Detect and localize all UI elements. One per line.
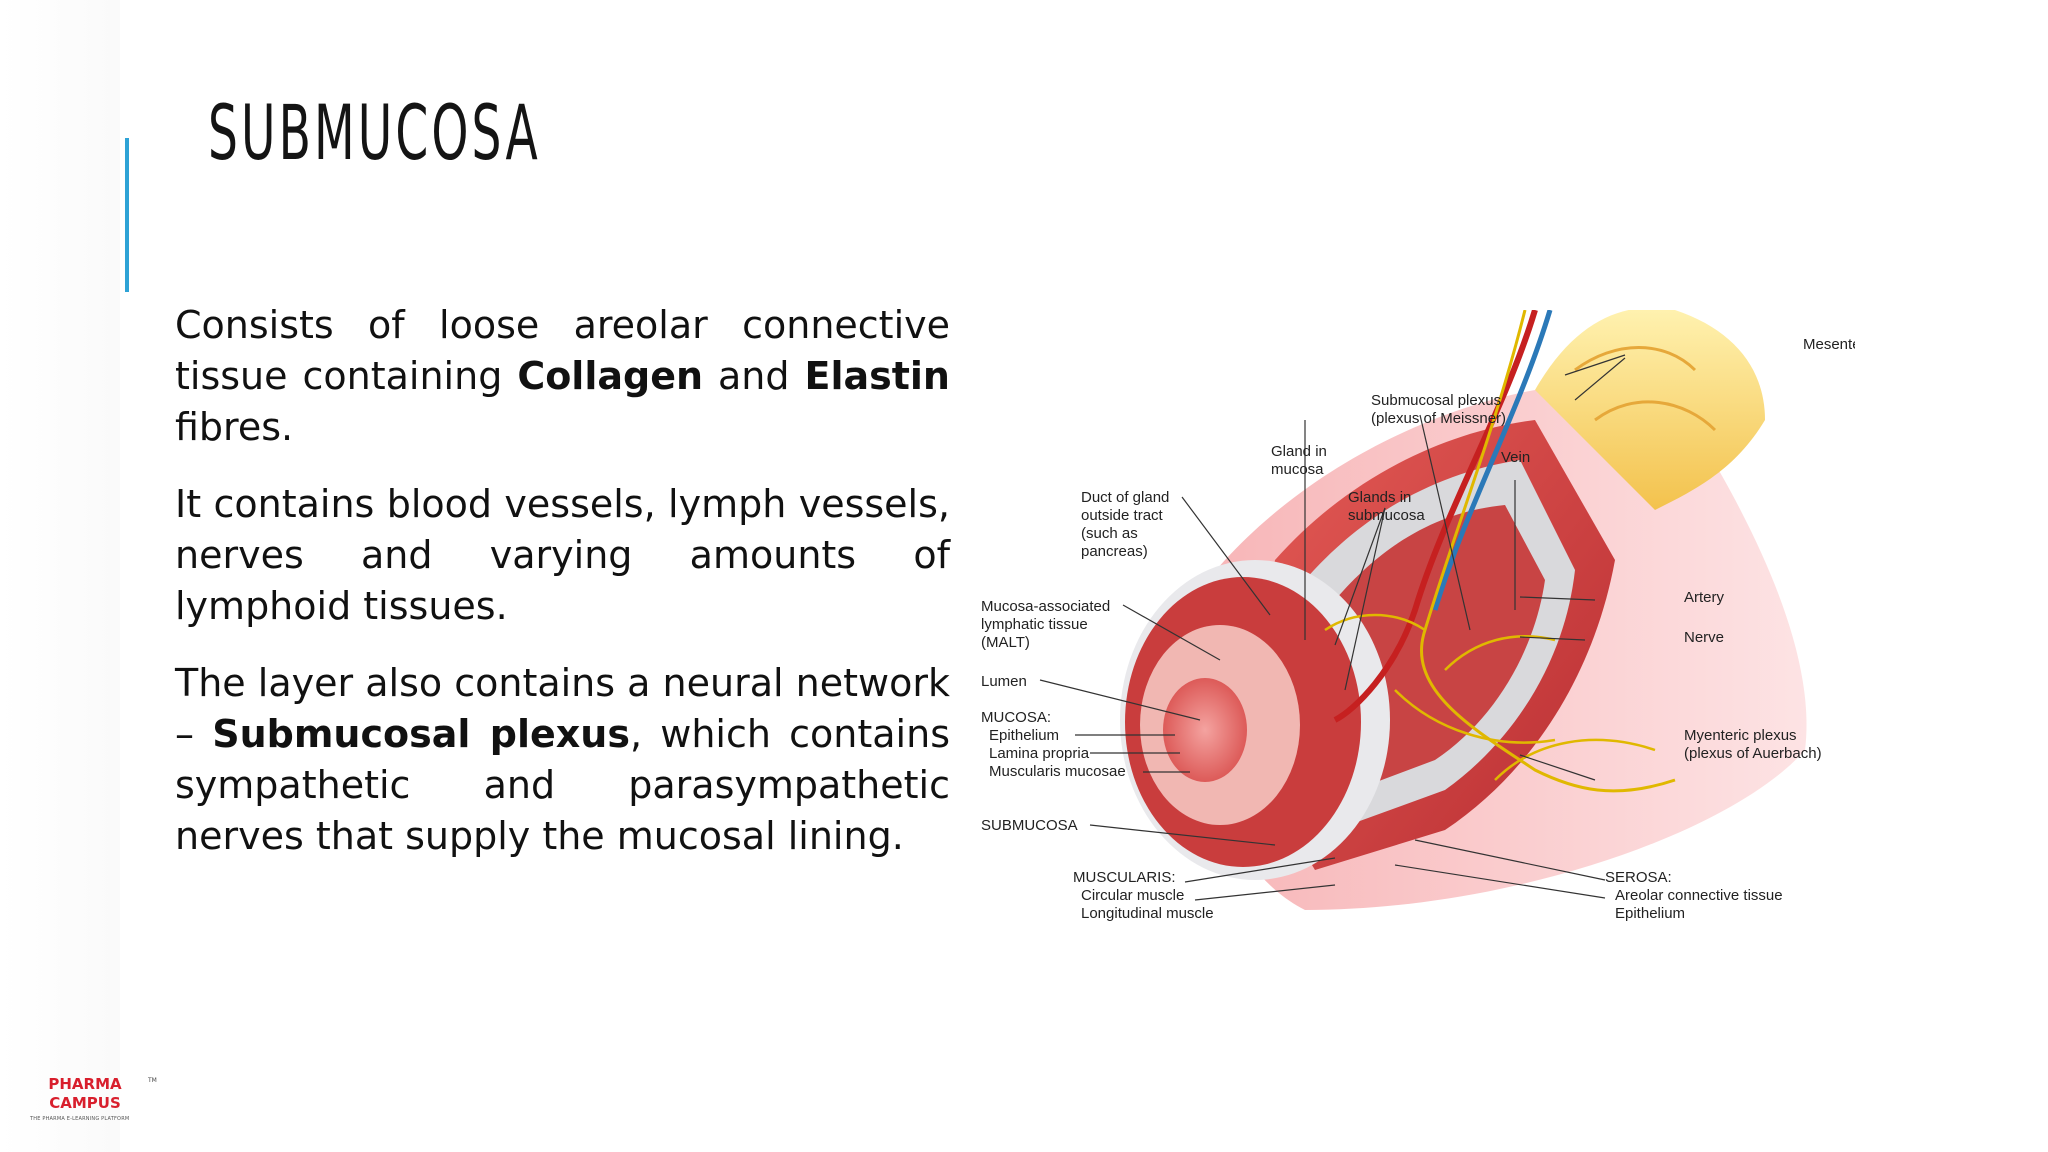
paragraph-3: The layer also contains a neural network… xyxy=(175,658,950,862)
label-mucosa: MUCOSA: xyxy=(981,709,1051,726)
text-run: fibres. xyxy=(175,405,294,449)
label-areolar-connective-tissue: Areolar connective tissue xyxy=(1615,887,1783,904)
label-gland-in-mucosa: Gland in xyxy=(1271,443,1327,460)
label-artery: Artery xyxy=(1684,589,1725,606)
label-submucosal-plexus-sub: (plexus of Meissner) xyxy=(1371,410,1506,427)
label-serosa-epithelium: Epithelium xyxy=(1615,905,1685,922)
cross-section xyxy=(1120,560,1390,880)
label-lamina-propria: Lamina propria xyxy=(989,745,1090,762)
label-duct-of-gland-4: pancreas) xyxy=(1081,543,1148,560)
title-accent-bar xyxy=(125,138,129,292)
label-nerve: Nerve xyxy=(1684,629,1724,646)
label-circular-muscle: Circular muscle xyxy=(1081,887,1184,904)
label-glands-in-submucosa-2: submucosa xyxy=(1348,507,1425,524)
mesentery-fat xyxy=(1535,310,1765,510)
label-myenteric-plexus-2: (plexus of Auerbach) xyxy=(1684,745,1822,762)
text-run: Consists of loose areolar connective tis… xyxy=(175,303,950,398)
tube-body xyxy=(1183,390,1807,910)
paragraph-1: Consists of loose areolar connective tis… xyxy=(175,300,950,453)
label-lumen: Lumen xyxy=(981,673,1027,690)
label-submucosal-plexus: Submucosal plexus xyxy=(1371,392,1501,409)
gi-wall-illustration: Mesentery Submucosal plexus (plexus of M… xyxy=(981,310,1855,922)
bold-term-elastin: Elastin xyxy=(804,354,951,398)
label-epithelium: Epithelium xyxy=(989,727,1059,744)
text-run: The layer also contains a neural network… xyxy=(175,661,950,756)
left-margin-strip xyxy=(0,0,120,1152)
label-glands-in-submucosa: Glands in xyxy=(1348,489,1411,506)
vessels-and-nerves xyxy=(1324,310,1676,793)
label-malt-2: lymphatic tissue xyxy=(981,616,1088,633)
label-muscularis: MUSCULARIS: xyxy=(1073,869,1176,886)
logo-line-2: CAMPUS xyxy=(49,1094,121,1112)
logo-tagline: THE PHARMA E-LEARNING PLATFORM xyxy=(30,1116,130,1122)
bold-term-submucosal-plexus: Submucosal plexus xyxy=(212,712,630,756)
text-run: , which contains sympathetic and parasym… xyxy=(175,712,950,858)
label-duct-of-gland: Duct of gland xyxy=(1081,489,1169,506)
label-mesentery: Mesentery xyxy=(1803,336,1855,353)
label-serosa: SEROSA: xyxy=(1605,869,1672,886)
gi-wall-diagram: Mesentery Submucosal plexus (plexus of M… xyxy=(975,310,1855,930)
logo-line-1: PHARMA xyxy=(48,1075,122,1093)
label-malt: Mucosa-associated xyxy=(981,598,1110,615)
slide-title: SUBMUCOSA xyxy=(208,88,541,177)
label-malt-3: (MALT) xyxy=(981,634,1030,651)
logo-trademark: TM xyxy=(148,1077,157,1084)
label-vein: Vein xyxy=(1501,449,1530,466)
body-text: Consists of loose areolar connective tis… xyxy=(175,300,950,888)
label-submucosa: SUBMUCOSA xyxy=(981,817,1078,834)
label-muscularis-mucosae: Muscularis mucosae xyxy=(989,763,1126,780)
label-myenteric-plexus: Myenteric plexus xyxy=(1684,727,1797,744)
bold-term-collagen: Collagen xyxy=(517,354,704,398)
label-gland-in-mucosa-2: mucosa xyxy=(1271,461,1324,478)
paragraph-2: It contains blood vessels, lymph vessels… xyxy=(175,479,950,632)
label-duct-of-gland-3: (such as xyxy=(1081,525,1138,542)
diagram-labels: Mesentery Submucosal plexus (plexus of M… xyxy=(981,336,1855,922)
label-longitudinal-muscle: Longitudinal muscle xyxy=(1081,905,1214,922)
pharma-campus-logo: TM PHARMA CAMPUS THE PHARMA E-LEARNING P… xyxy=(30,1075,157,1135)
label-duct-of-gland-2: outside tract xyxy=(1081,507,1164,524)
text-run: It contains blood vessels, lymph vessels… xyxy=(175,482,950,628)
text-run: and xyxy=(703,354,805,398)
leader-lines xyxy=(1039,354,1626,901)
